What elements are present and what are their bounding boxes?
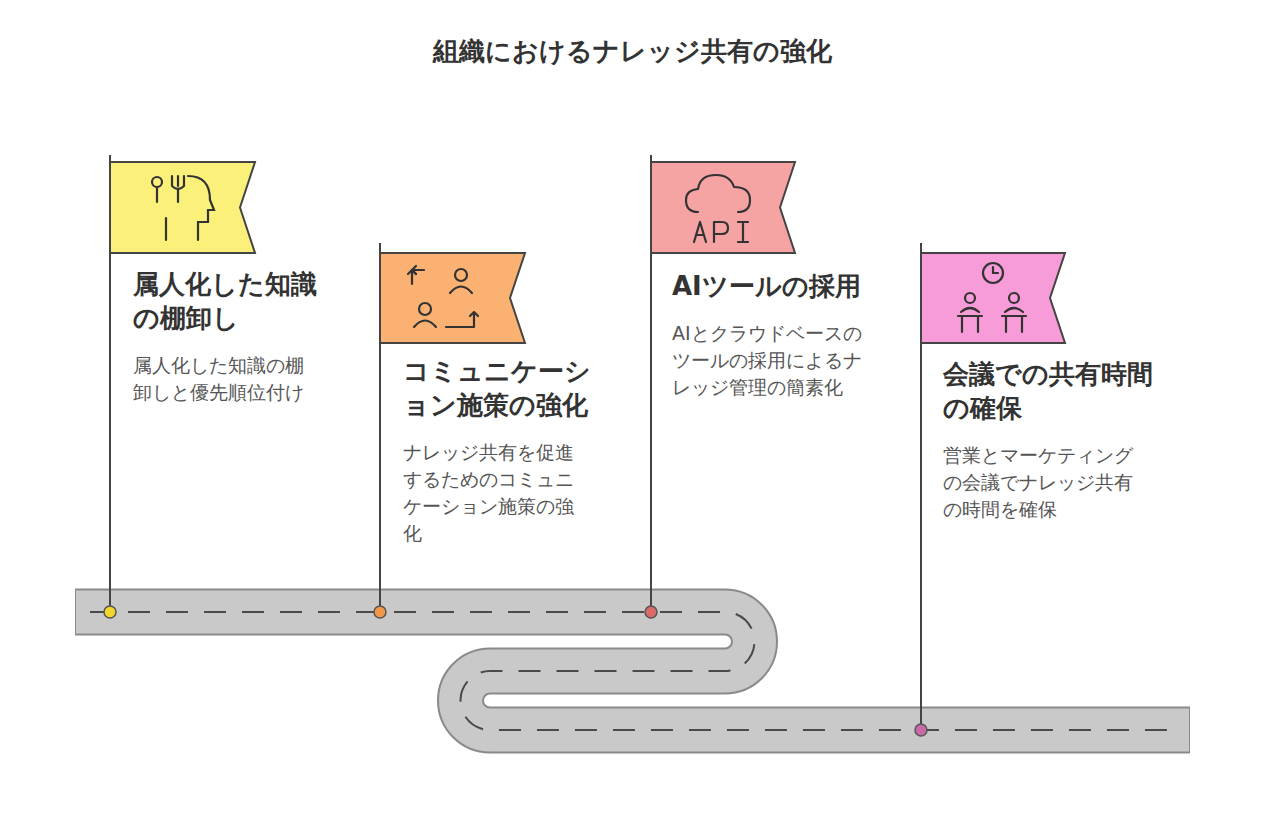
diagram-title: 組織におけるナレッジ共有の強化 (0, 34, 1265, 69)
milestone-description: AIとクラウドベースのツールの採用によるナレッジ管理の簡素化 (672, 320, 872, 401)
milestone-text: 属人化した知識の棚卸し属人化した知識の棚卸しと優先順位付け (133, 268, 333, 406)
road-dashes (90, 612, 1175, 730)
road-edge (75, 612, 1190, 730)
flag (110, 162, 255, 253)
head-icon (152, 176, 214, 240)
milestone-dot (915, 724, 927, 736)
flag (921, 253, 1065, 343)
milestone-text: AIツールの採用 AIとクラウドベースのツールの採用によるナレッジ管理の簡素化 (672, 270, 887, 401)
milestone-heading: 属人化した知識の棚卸し (133, 268, 333, 336)
road-surface (76, 612, 1189, 730)
milestone-heading: AIツールの採用 (672, 270, 887, 304)
flag (380, 253, 525, 343)
milestone-dot (645, 606, 657, 618)
milestone-dot (104, 606, 116, 618)
milestone-heading: コミュニケーション施策の強化 (403, 355, 603, 423)
cloud-api-icon (686, 175, 750, 242)
milestone-text: コミュニケーション施策の強化ナレッジ共有を促進するためのコミュニケーション施策の… (403, 355, 603, 546)
milestone-description: ナレッジ共有を促進するためのコミュニケーション施策の強化 (403, 439, 585, 547)
milestone-description: 属人化した知識の棚卸しと優先順位付け (133, 352, 315, 406)
milestone-text: 会議での共有時間の確保営業とマーケティングの会議でナレッジ共有の時間を確保 (943, 358, 1158, 523)
milestone-dot (374, 606, 386, 618)
milestone-description: 営業とマーケティングの会議でナレッジ共有の時間を確保 (943, 442, 1143, 523)
flag (651, 162, 795, 253)
meeting-icon (958, 263, 1026, 332)
exchange-icon (408, 266, 478, 327)
milestone-heading: 会議での共有時間の確保 (943, 358, 1158, 426)
flag-poles (110, 155, 921, 730)
